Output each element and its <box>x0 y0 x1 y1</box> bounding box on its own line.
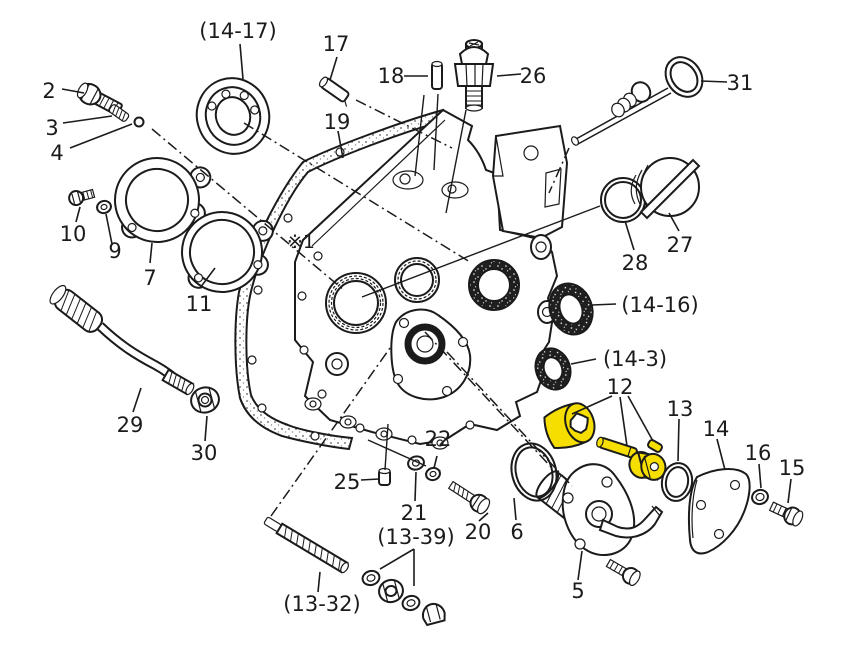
part-pin-17 <box>318 76 350 107</box>
callout-10[interactable]: 10 <box>60 222 87 246</box>
part-bolt-10 <box>68 188 96 207</box>
callout-31[interactable]: 31 <box>727 71 754 95</box>
callout-13-32[interactable]: (13-32) <box>283 592 360 616</box>
part-shift-arm-29 <box>49 284 195 396</box>
callout-21[interactable]: 21 <box>401 501 428 525</box>
part-filler-cap-27 <box>630 157 701 220</box>
part-oil-pressure-switch-26 <box>453 39 495 112</box>
callout-13-39[interactable]: (13-39) <box>377 525 454 549</box>
part-dipstick-31 <box>570 56 704 146</box>
part-cover-plate-14 <box>687 468 751 555</box>
callout-14-3[interactable]: (14-3) <box>603 347 667 371</box>
callout-12[interactable]: 12 <box>607 375 634 399</box>
callout-29[interactable]: 29 <box>117 413 144 437</box>
callout-17[interactable]: 17 <box>323 32 350 56</box>
callout-30[interactable]: 30 <box>191 441 218 465</box>
rotor-pin <box>647 439 663 453</box>
pump-bolt <box>605 558 641 587</box>
part-seal-14-16 <box>548 282 594 336</box>
callout-4[interactable]: 4 <box>50 141 63 165</box>
part-nut-9 <box>96 199 112 215</box>
part-bearing-14-17 <box>195 77 271 155</box>
part-stud-13-32 <box>263 516 349 574</box>
part-nut-set-13-39 <box>361 569 446 627</box>
callout-19[interactable]: 19 <box>324 110 351 134</box>
part-rotor-set-12-highlighted <box>543 402 667 481</box>
callout-25[interactable]: 25 <box>334 470 361 494</box>
part-washer-21 <box>407 455 425 471</box>
part-washer-22 <box>425 466 441 482</box>
callout-28[interactable]: 28 <box>622 251 649 275</box>
leader-lines <box>61 43 792 593</box>
part-bolt-15 <box>768 501 804 527</box>
part-nut-16 <box>751 488 769 506</box>
callout-27[interactable]: 27 <box>667 233 694 257</box>
callout-5[interactable]: 5 <box>571 579 584 603</box>
callout-13[interactable]: 13 <box>667 397 694 421</box>
part-plug-25 <box>378 467 391 486</box>
callout-15[interactable]: 15 <box>779 456 806 480</box>
part-o-ring-28 <box>600 177 646 223</box>
part-gasket-11 <box>181 211 274 293</box>
callout-26[interactable]: 26 <box>520 64 547 88</box>
part-nut-30 <box>190 386 220 414</box>
rotor-shaft <box>596 436 638 459</box>
callout-3[interactable]: 3 <box>45 116 58 140</box>
callout-11[interactable]: 11 <box>186 292 213 316</box>
part-seal-14-3 <box>534 347 572 391</box>
callout-7[interactable]: 7 <box>143 266 156 290</box>
part-gasket-19 <box>234 108 446 451</box>
callout-14-17[interactable]: (14-17) <box>199 19 276 43</box>
callout-22[interactable]: 22 <box>425 427 452 451</box>
part-oil-pump-5 <box>561 463 664 587</box>
part-ball-4 <box>133 116 145 128</box>
part-main-case <box>294 108 569 450</box>
part-o-ring-6 <box>510 442 558 502</box>
callout-20[interactable]: 20 <box>465 520 492 544</box>
part-o-ring-13 <box>660 462 694 502</box>
part-cover-7 <box>114 157 212 243</box>
callout-14-16[interactable]: (14-16) <box>621 293 698 317</box>
callout-18[interactable]: 18 <box>378 64 405 88</box>
assembly-solid-lines <box>361 93 601 471</box>
callout-16[interactable]: 16 <box>745 441 772 465</box>
part-bolt-20 <box>447 480 491 515</box>
callout-2[interactable]: 2 <box>42 79 55 103</box>
part-pin-18 <box>431 60 443 90</box>
part-spring-3 <box>108 104 130 122</box>
callout-9[interactable]: 9 <box>108 239 121 263</box>
reference-note: ※1 <box>287 231 315 253</box>
inner-rotor <box>628 450 667 481</box>
callout-6[interactable]: 6 <box>510 520 523 544</box>
callout-14[interactable]: 14 <box>703 417 730 441</box>
outer-rotor <box>543 402 596 449</box>
